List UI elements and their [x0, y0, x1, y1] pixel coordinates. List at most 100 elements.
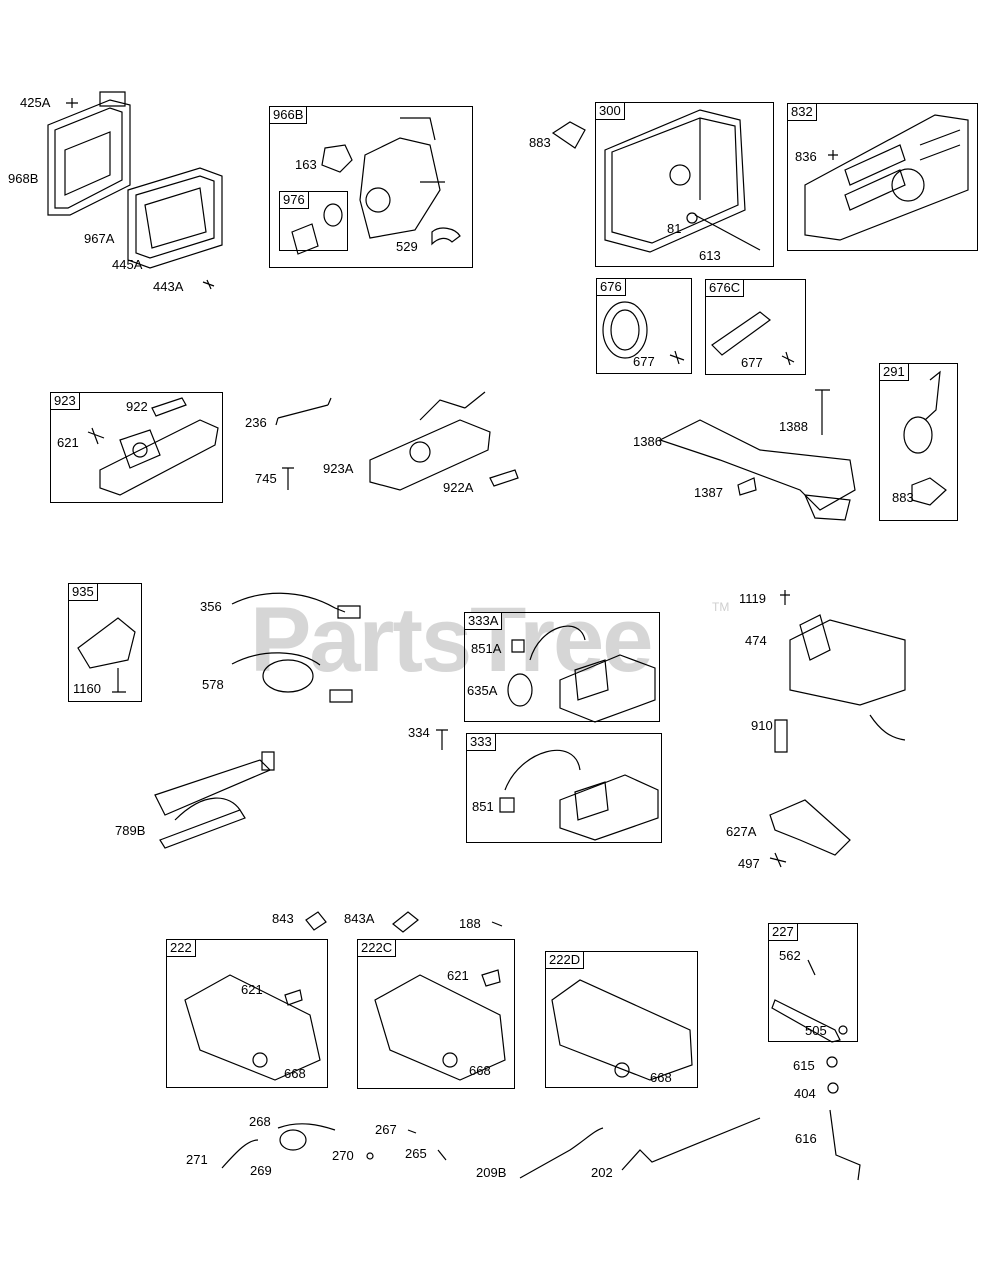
- label-529: 529: [396, 239, 418, 254]
- label-789B: 789B: [115, 823, 146, 838]
- label-677-left: 677: [633, 354, 655, 369]
- box-935: 935: [68, 583, 142, 702]
- box-222: 222: [166, 939, 328, 1088]
- nut-265-drawing: [438, 1150, 446, 1160]
- label-269: 269: [250, 1163, 272, 1178]
- label-578: 578: [202, 677, 224, 692]
- box-tag-333: 333: [467, 734, 496, 751]
- box-tag-676: 676: [597, 279, 626, 296]
- box-333A: 333A: [464, 612, 660, 722]
- clip-270-drawing: [367, 1153, 373, 1159]
- control-bracket-222C-drawing: [375, 970, 505, 1080]
- box-tag-222: 222: [167, 940, 196, 957]
- box-tag-976: 976: [280, 192, 309, 209]
- link-236-drawing: [276, 398, 331, 425]
- box-tag-222D: 222D: [546, 952, 585, 969]
- box-227: 227: [768, 923, 858, 1042]
- box-300: 300: [595, 102, 774, 267]
- label-615: 615: [793, 1058, 815, 1073]
- box-tag-676C: 676C: [706, 280, 745, 297]
- label-883-fuel: 883: [892, 490, 914, 505]
- label-922: 922: [126, 399, 148, 414]
- air-filter-element-drawing: [128, 168, 222, 268]
- label-334: 334: [408, 725, 430, 740]
- box-291: 291: [879, 363, 958, 521]
- screw-267-drawing: [408, 1130, 416, 1133]
- label-268: 268: [249, 1114, 271, 1129]
- ignition-coil-333-drawing: [500, 750, 658, 840]
- label-1388: 1388: [779, 419, 808, 434]
- lever-616-drawing: [830, 1110, 860, 1180]
- spring-269-drawing: [280, 1130, 306, 1150]
- label-562: 562: [779, 948, 801, 963]
- armature-474-drawing: [775, 590, 905, 752]
- wire-harness-578-drawing: [232, 653, 352, 702]
- fuel-shutoff-drawing: [904, 372, 946, 505]
- label-404: 404: [794, 1086, 816, 1101]
- label-267: 267: [375, 1122, 397, 1137]
- wire-harness-356-drawing: [232, 593, 360, 618]
- label-265: 265: [405, 1146, 427, 1161]
- screw-334-drawing: [436, 730, 448, 750]
- control-bracket-222D-drawing: [552, 980, 692, 1080]
- link-202-drawing: [622, 1118, 760, 1170]
- spark-arrester-drawing: [603, 302, 684, 364]
- label-621-222C: 621: [447, 968, 469, 983]
- box-832: 832: [787, 103, 978, 251]
- screw-188-drawing: [492, 922, 502, 926]
- label-1387: 1387: [694, 485, 723, 500]
- label-621-222: 621: [241, 982, 263, 997]
- label-163: 163: [295, 157, 317, 172]
- label-1160: 1160: [73, 681, 101, 696]
- label-445A: 445A: [112, 257, 143, 272]
- box-676: 676: [596, 278, 692, 374]
- label-922A: 922A: [443, 480, 474, 495]
- label-202: 202: [591, 1165, 613, 1180]
- box-923: 923: [50, 392, 223, 503]
- governor-bracket-drawing: [88, 398, 218, 495]
- label-236: 236: [245, 415, 267, 430]
- label-188: 188: [459, 916, 481, 931]
- box-tag-923: 923: [51, 393, 80, 410]
- bracket-935-drawing: [78, 618, 135, 692]
- wire-harness-789B-drawing: [155, 752, 274, 848]
- carburetor-drawing: [322, 118, 460, 244]
- label-81: 81: [667, 221, 682, 236]
- label-613: 613: [699, 248, 721, 263]
- box-tag-966B: 966B: [270, 107, 308, 124]
- label-635A: 635A: [467, 683, 498, 698]
- deflector-676C-drawing: [712, 312, 794, 365]
- box-tag-227: 227: [769, 924, 798, 941]
- label-851A: 851A: [471, 641, 502, 656]
- label-425A: 425A: [20, 95, 51, 110]
- watermark-text: PartsTree: [250, 589, 653, 691]
- label-836: 836: [795, 149, 817, 164]
- box-tag-333A: 333A: [465, 613, 503, 630]
- box-tag-300: 300: [596, 103, 625, 120]
- muffler-drawing: [605, 110, 760, 252]
- label-621-governor: 621: [57, 435, 79, 450]
- bracket-1386-drawing: [660, 390, 855, 520]
- label-474: 474: [745, 633, 767, 648]
- label-1386: 1386: [633, 434, 662, 449]
- bracket-627A-drawing: [770, 800, 850, 867]
- label-851: 851: [472, 799, 494, 814]
- label-668-222C: 668: [469, 1063, 491, 1078]
- label-668-222: 668: [284, 1066, 306, 1081]
- label-910: 910: [751, 718, 773, 733]
- washer-615-drawing: [827, 1057, 837, 1067]
- label-505: 505: [805, 1023, 827, 1038]
- label-271: 271: [186, 1152, 208, 1167]
- ignition-coil-333A-drawing: [508, 626, 655, 722]
- bracket-923A-drawing: [370, 392, 518, 490]
- air-filter-housing-drawing: [48, 92, 130, 215]
- label-668-222D: 668: [650, 1070, 672, 1085]
- clip-843A-drawing: [393, 912, 418, 932]
- box-tag-222C: 222C: [358, 940, 397, 957]
- box-676C: 676C: [705, 279, 806, 375]
- control-bracket-222-drawing: [185, 975, 320, 1080]
- watermark-tm: TM: [712, 600, 730, 614]
- box-tag-832: 832: [788, 104, 817, 121]
